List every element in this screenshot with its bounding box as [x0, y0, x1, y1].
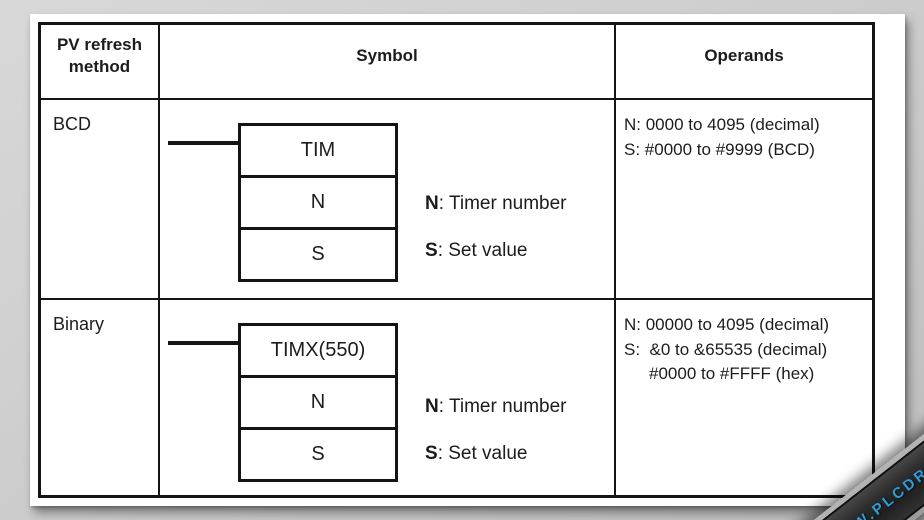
- timx-instruction-box: TIMX(550) N S: [238, 323, 398, 482]
- operands-cell-binary: N: 00000 to 4095 (decimal) S: &0 to &655…: [614, 298, 872, 495]
- legend-key: S: [425, 240, 438, 261]
- operand-range-s: S: #0000 to #9999 (BCD): [624, 140, 815, 159]
- method-cell-binary: Binary: [41, 298, 158, 495]
- method-label: Binary: [53, 314, 105, 334]
- operand-range-extra: #0000 to #FFFF (hex): [649, 364, 815, 383]
- header-line: PV refresh: [56, 34, 143, 54]
- operand-s-slot: S: [241, 427, 395, 479]
- instruction-mnemonic: TIM: [300, 139, 336, 161]
- legend-timer-number: N: Timer number: [425, 193, 567, 215]
- method-cell-bcd: BCD: [41, 98, 158, 298]
- legend-key: N: [425, 193, 439, 214]
- operand-n-slot: N: [241, 375, 395, 427]
- legend-text: : Set value: [437, 240, 528, 261]
- symbol-cell-tim: TIM N S N: Timer number S: Set value: [158, 98, 614, 298]
- operand-range-s: S: &0 to &65535 (decimal): [624, 340, 828, 359]
- timer-instruction-table: PV refresh method Symbol Operands BCD TI…: [38, 22, 875, 498]
- legend-timer-number: N: Timer number: [425, 396, 567, 418]
- operand-range-n: N: 0000 to 4095 (decimal): [624, 115, 820, 134]
- operand-range-n: N: 00000 to 4095 (decimal): [624, 315, 830, 334]
- header-label: Symbol: [356, 45, 418, 65]
- header-operands: Operands: [614, 25, 872, 98]
- instruction-mnemonic: TIMX(550): [270, 339, 366, 361]
- legend-set-value: S: Set value: [425, 443, 527, 465]
- header-line: method: [68, 56, 131, 76]
- operand-s-slot: S: [241, 227, 395, 279]
- ladder-input-line: [168, 141, 238, 145]
- tim-instruction-box: TIM N S: [238, 123, 398, 282]
- legend-text: : Set value: [437, 443, 528, 464]
- symbol-cell-timx: TIMX(550) N S N: Timer number S: Set val…: [158, 298, 614, 495]
- method-label: BCD: [53, 114, 92, 134]
- ladder-input-line: [168, 341, 238, 345]
- legend-text: : Timer number: [438, 396, 567, 417]
- header-symbol: Symbol: [158, 25, 614, 98]
- legend-text: : Timer number: [438, 193, 567, 214]
- legend-key: N: [425, 396, 439, 417]
- document-page: PV refresh method Symbol Operands BCD TI…: [30, 14, 905, 506]
- legend-set-value: S: Set value: [425, 240, 527, 262]
- legend-key: S: [425, 443, 438, 464]
- header-pv-refresh-method: PV refresh method: [41, 25, 158, 98]
- operand-n-slot: N: [241, 175, 395, 227]
- header-label: Operands: [704, 45, 784, 65]
- operands-cell-bcd: N: 0000 to 4095 (decimal) S: #0000 to #9…: [614, 98, 872, 298]
